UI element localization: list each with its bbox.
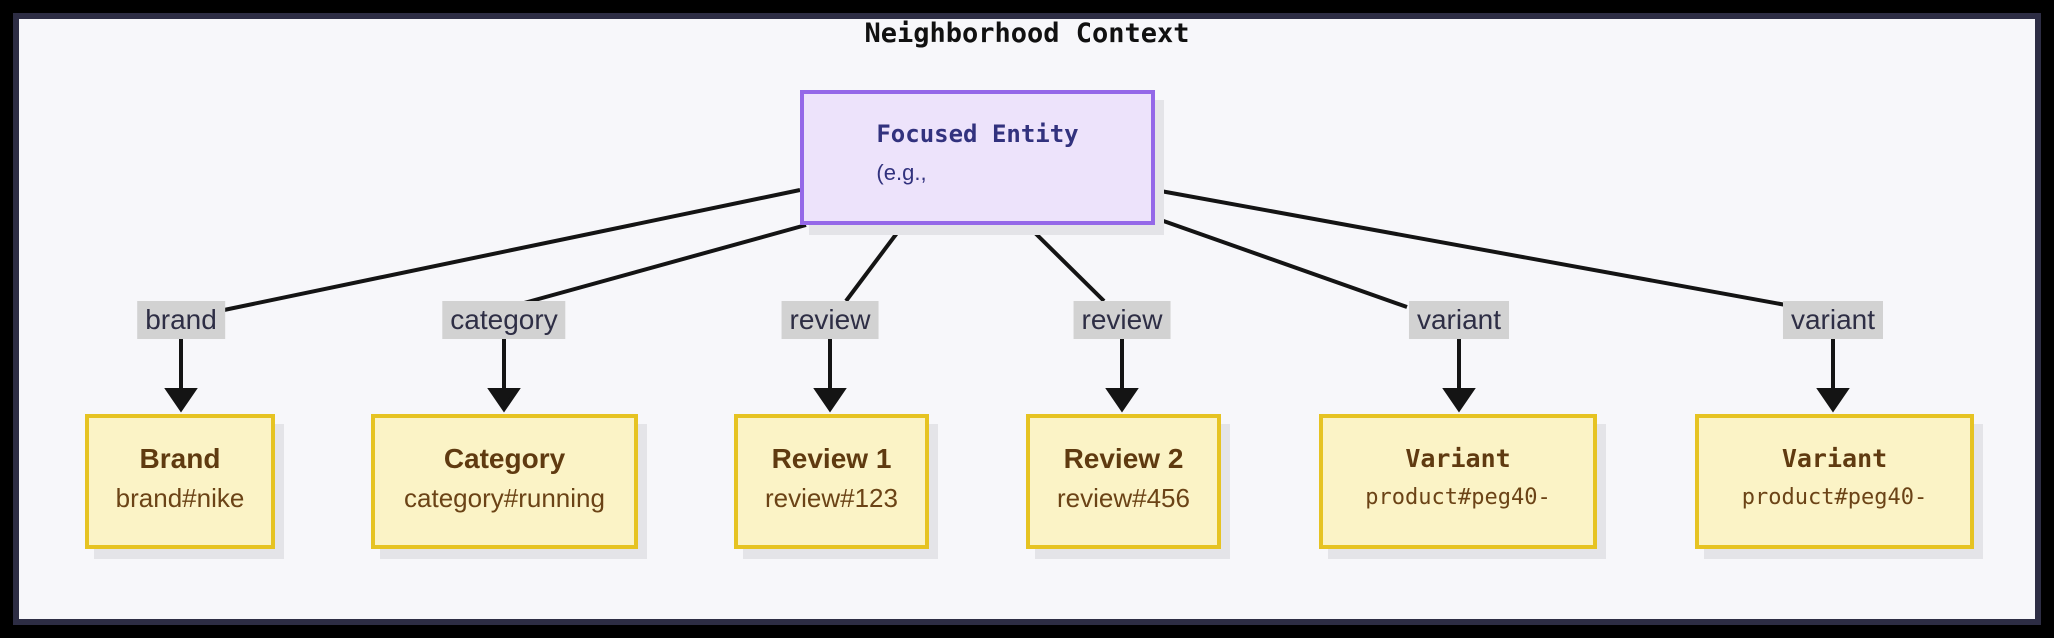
edge-label-review-1: review [781, 301, 879, 339]
node-category: Category category#running [371, 414, 638, 549]
node-variant-2-title: Variant [1781, 444, 1888, 473]
node-review-1-title: Review 1 [771, 443, 892, 474]
node-category-id: category#running [404, 483, 605, 513]
focused-entity-node: Focused Entity (e.g., [800, 90, 1155, 225]
node-brand-title: Brand [139, 443, 221, 474]
node-review-2: Review 2 review#456 [1026, 414, 1221, 549]
node-variant-1-id: product#peg40- [1365, 485, 1551, 510]
diagram-title: Neighborhood Context [864, 18, 1190, 49]
node-variant-1: Variant product#peg40- [1319, 414, 1597, 549]
node-review-2-id: review#456 [1057, 483, 1190, 513]
edge-label-review-2: review [1073, 301, 1171, 339]
edge-label-brand: brand [137, 301, 225, 339]
edge-label-category: category [442, 301, 566, 339]
edge-label-variant-1: variant [1408, 301, 1510, 339]
node-brand: Brand brand#nike [85, 414, 275, 549]
node-review-2-title: Review 2 [1063, 443, 1184, 474]
node-brand-id: brand#nike [115, 483, 245, 513]
node-variant-2: Variant product#peg40- [1695, 414, 1974, 549]
focused-entity-title: Focused Entity [876, 120, 1079, 148]
node-variant-2-id: product#peg40- [1741, 485, 1928, 510]
node-review-1-id: review#123 [765, 483, 898, 513]
edge-label-variant-2: variant [1782, 301, 1884, 339]
node-variant-1-title: Variant [1405, 444, 1511, 473]
focused-entity-subtitle: (e.g., [876, 160, 927, 185]
node-review-1: Review 1 review#123 [734, 414, 929, 549]
node-category-title: Category [443, 443, 566, 474]
